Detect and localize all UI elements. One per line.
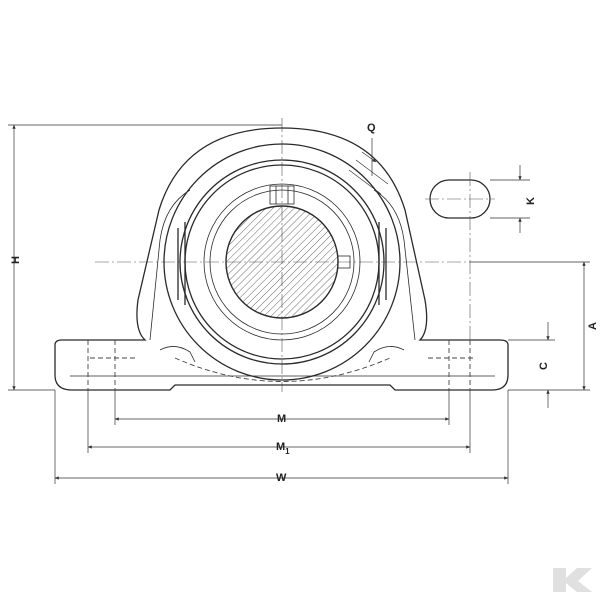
label-k: K	[525, 197, 537, 205]
dim-c: C	[508, 322, 555, 408]
label-w: W	[276, 472, 287, 484]
label-m1: M1	[276, 441, 290, 456]
dim-q: Q	[348, 122, 389, 195]
dim-a: A	[470, 261, 599, 391]
dim-w: W	[54, 390, 509, 484]
brand-logo-icon	[553, 568, 592, 592]
housing	[54, 127, 509, 391]
label-a: A	[587, 322, 599, 330]
label-q: Q	[367, 122, 376, 134]
bearing-insert	[163, 143, 401, 381]
shaft-section	[225, 205, 339, 319]
label-c: C	[538, 362, 550, 370]
dim-m: M	[114, 390, 450, 425]
label-m: M	[277, 413, 286, 425]
label-h: H	[10, 256, 22, 264]
dim-m1: M1	[87, 390, 471, 456]
dim-h: H	[8, 124, 282, 391]
slot-detail	[425, 172, 495, 350]
dim-k: K	[490, 165, 537, 233]
